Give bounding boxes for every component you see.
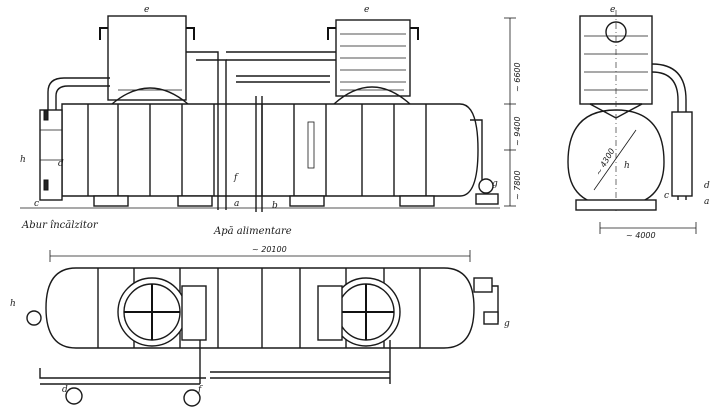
label-h-2: h [624, 161, 630, 171]
label-a: a [234, 199, 239, 209]
dim-diameter: ~ 4300 [594, 147, 617, 177]
label-a-2: a [704, 197, 709, 207]
label-f: f [233, 173, 239, 183]
label-d: d [58, 159, 64, 169]
dim-height-total: ~ 6600 [513, 62, 522, 92]
dim-width-end: ~ 4000 [626, 231, 656, 240]
plan-view [26, 250, 499, 407]
caption-feed-water: Apă alimentare [213, 226, 292, 237]
dim-length: ~ 20100 [252, 245, 287, 254]
dim-height-low: ~ 7800 [513, 170, 522, 200]
front-view [20, 15, 516, 212]
label-h: h [20, 155, 26, 165]
label-c: c [34, 199, 39, 209]
dim-height-mid: ~ 9400 [513, 116, 522, 146]
label-h-3: h [10, 299, 16, 309]
label-e-2: e [364, 5, 369, 15]
label-g-2: g [504, 319, 510, 329]
caption-steam: Abur încălzitor [21, 220, 99, 231]
label-e-1: e [144, 5, 149, 15]
label-c-2: c [664, 191, 669, 201]
label-d-3: d [62, 385, 68, 395]
label-f-2: f [197, 385, 203, 395]
label-g: g [492, 179, 498, 189]
label-b: b [272, 201, 278, 211]
label-d-2: d [704, 181, 710, 191]
side-view [567, 10, 697, 234]
label-e-3: e [610, 5, 615, 15]
